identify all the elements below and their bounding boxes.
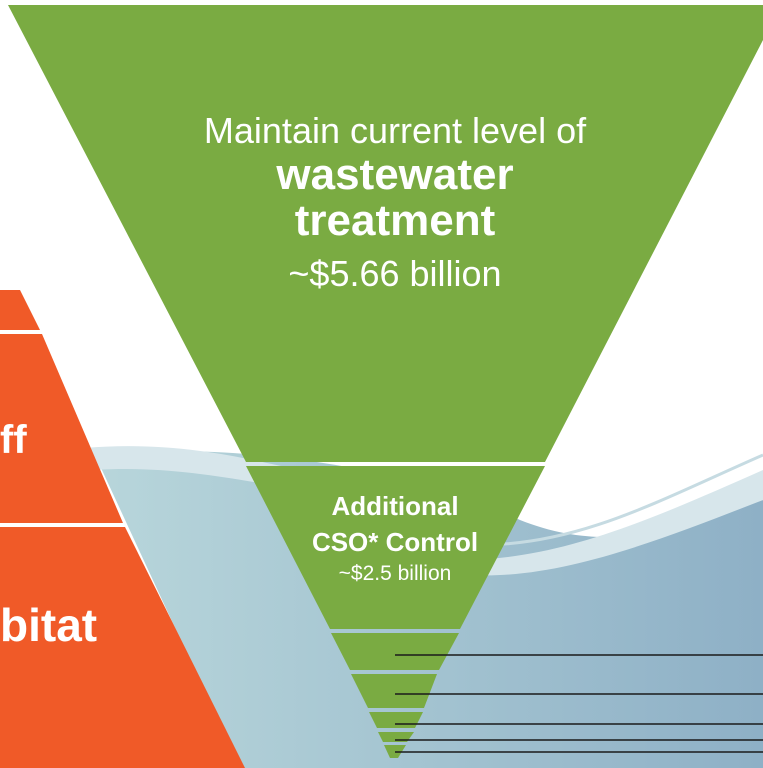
cso-segment-title-line2: CSO* Control bbox=[311, 527, 479, 557]
left-pyramid-bottom bbox=[0, 527, 245, 768]
cso-segment-title-line1: Additional bbox=[331, 491, 459, 521]
cso-segment-cost: ~$2.5 billion bbox=[338, 562, 452, 585]
left-pyramid-label-habitat: bitat bbox=[0, 599, 98, 651]
segment-4-shape bbox=[351, 674, 437, 708]
main-segment-title-line1: Maintain current level of bbox=[203, 110, 587, 151]
main-segment-cost: ~$5.66 billion bbox=[288, 253, 502, 294]
wave-line-right bbox=[479, 453, 763, 547]
left-pyramid-middle bbox=[0, 334, 123, 523]
wave-band-left bbox=[85, 446, 300, 490]
segment-3-shape bbox=[331, 633, 459, 670]
segment-5-shape bbox=[369, 712, 423, 728]
left-pyramid-top bbox=[0, 290, 40, 330]
left-pyramid-label-runoff: ff bbox=[0, 418, 27, 462]
main-segment-title-line3: treatment bbox=[294, 196, 496, 245]
main-segment-shape bbox=[8, 5, 763, 462]
main-segment-title-line2: wastewater bbox=[276, 150, 514, 199]
cso-segment-shape bbox=[246, 466, 545, 629]
